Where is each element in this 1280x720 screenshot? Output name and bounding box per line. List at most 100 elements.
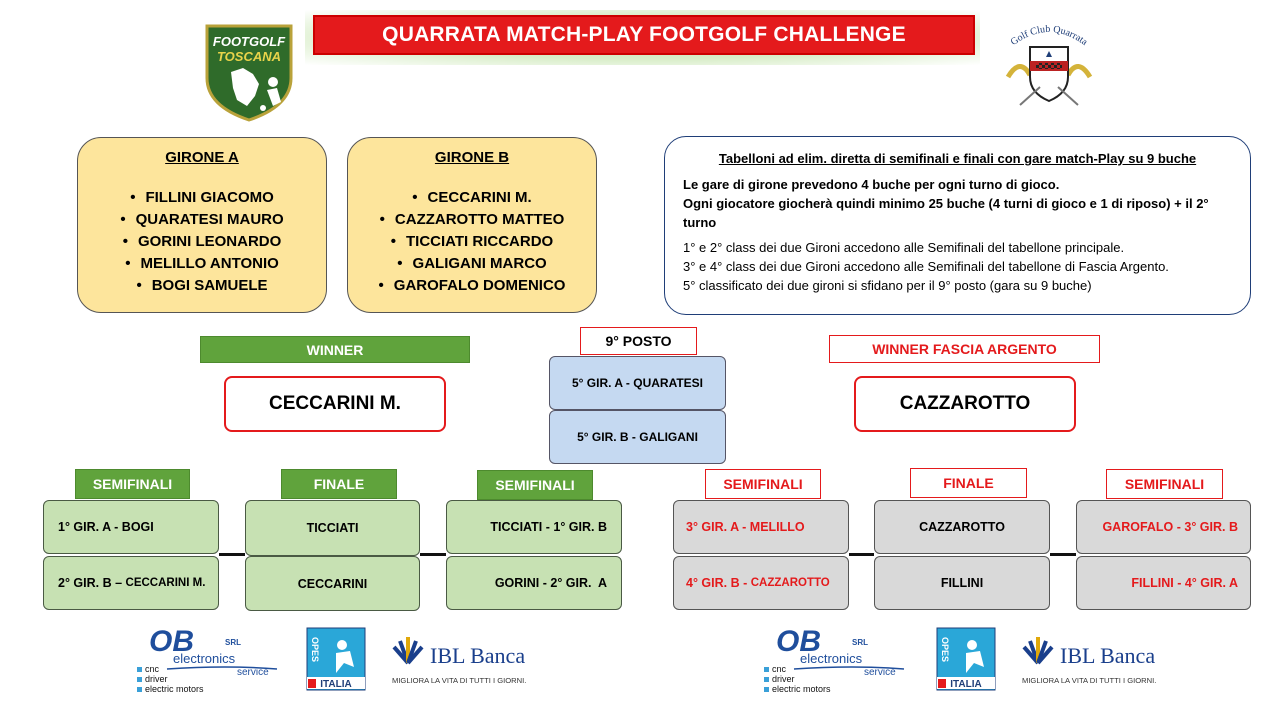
argento-semi-left-2: 4° GIR. B - CAZZAROTTO — [673, 556, 849, 610]
page-title: QUARRATA MATCH-PLAY FOOTGOLF CHALLENGE — [313, 15, 975, 55]
main-semi-right-2: GORINI - 2° GIR. A — [446, 556, 622, 610]
ob-service-text: service — [864, 667, 896, 678]
list-item: CAZZAROTTO MATTEO — [348, 209, 596, 231]
winner-label: WINNER — [200, 336, 470, 363]
main-semi-left-2-text: 2° GIR. B – — [58, 576, 126, 590]
footgolf-text: FOOTGOLF — [213, 34, 286, 49]
footgolf-toscana-logo: FOOTGOLF TOSCANA — [205, 24, 293, 122]
golf-club-right-icon — [1057, 86, 1079, 106]
main-final-2: CECCARINI — [245, 556, 420, 611]
ob-electronics-logo: OB SRL electronics service cnc driver el… — [764, 625, 905, 694]
ibl-slogan-text: MIGLIORA LA VITA DI TUTTI I GIORNI. — [392, 676, 526, 685]
opes-italia-logo: OPES ITALIA — [936, 627, 996, 691]
crest-crown-icon — [1046, 51, 1052, 57]
ob-electronics-text: electronics — [173, 651, 236, 666]
rule-line: 5° classificato dei due gironi si sfidan… — [683, 278, 1092, 293]
opes-text: OPES — [310, 637, 320, 662]
ball-icon — [260, 105, 266, 111]
rule-line: Le gare di girone prevedono 4 buche per … — [683, 177, 1060, 192]
golf-club-left-icon — [1019, 86, 1041, 106]
argento-final-1: CAZZAROTTO — [874, 500, 1050, 554]
ob-line-text: driver — [772, 674, 795, 684]
ibl-slogan-text: MIGLIORA LA VITA DI TUTTI I GIORNI. — [1022, 676, 1156, 685]
ob-logo-text: OB — [776, 625, 821, 658]
girone-b-title: GIRONE B — [434, 149, 510, 166]
bracket-connector — [420, 553, 446, 556]
ob-electronics-text: electronics — [800, 651, 863, 666]
ob-service-text: service — [237, 667, 269, 678]
argento-semi-left-1: 3° GIR. A - MELILLO — [673, 500, 849, 554]
ninth-place-label: 9° POSTO — [580, 327, 697, 355]
ob-line-text: electric motors — [772, 684, 831, 694]
ob-srl-text: SRL — [225, 638, 241, 647]
main-final-1: TICCIATI — [245, 500, 420, 556]
argento-winner-label: WINNER FASCIA ARGENTO — [829, 335, 1100, 363]
rule-line: 1° e 2° class dei due Gironi accedono al… — [683, 240, 1125, 255]
main-semifinal-left-label: SEMIFINALI — [75, 469, 190, 499]
argento-semi-right-1: GAROFALO - 3° GIR. B — [1076, 500, 1251, 554]
list-item: BOGI SAMUELE — [78, 275, 326, 297]
main-semi-right-1: TICCIATI - 1° GIR. B — [446, 500, 622, 554]
argento-semifinal-left-label: SEMIFINALI — [705, 469, 821, 499]
rule-line: 3° e 4° class dei due Gironi accedono al… — [683, 259, 1169, 274]
tuscany-map-icon — [231, 68, 259, 106]
athlete-icon — [337, 640, 347, 650]
argento-semifinal-right-label: SEMIFINALI — [1106, 469, 1223, 499]
list-item: QUARATESI MAURO — [78, 209, 326, 231]
laurel-left-icon — [1005, 64, 1033, 79]
argento-semi-right-2: FILLINI - 4° GIR. A — [1076, 556, 1251, 610]
athlete-icon — [967, 640, 977, 650]
golf-club-quarrata-logo: Golf Club Quarrata — [1005, 24, 1093, 106]
list-item: GORINI LEONARDO — [78, 231, 326, 253]
main-semifinal-right-label: SEMIFINALI — [477, 470, 593, 500]
rule-line: Ogni giocatore giocherà quindi minimo 25… — [683, 196, 1209, 230]
list-item: TICCIATI RICCARDO — [348, 231, 596, 253]
toscana-text: TOSCANA — [217, 49, 281, 64]
list-item: GALIGANI MARCO — [348, 253, 596, 275]
argento-semi-left-2-player: CAZZAROTTO — [750, 577, 830, 589]
girone-a-box: GIRONE A FILLINI GIACOMO QUARATESI MAURO… — [77, 137, 327, 313]
list-item: MELILLO ANTONIO — [78, 253, 326, 275]
ob-line-text: cnc — [772, 664, 787, 674]
list-item: FILLINI GIACOMO — [78, 187, 326, 209]
ibl-name-text: IBL Banca — [1060, 643, 1155, 668]
laurel-right-icon — [1065, 64, 1093, 79]
ob-electronics-logo: OB SRL electronics service cnc driver el… — [137, 625, 278, 694]
main-final-label: FINALE — [281, 469, 397, 499]
bracket-connector — [849, 553, 874, 556]
girone-a-title: GIRONE A — [165, 149, 239, 166]
ibl-fan-icon — [392, 637, 424, 665]
ibl-banca-logo: IBL Banca MIGLIORA LA VITA DI TUTTI I GI… — [392, 637, 526, 685]
girone-a-list: FILLINI GIACOMO QUARATESI MAURO GORINI L… — [78, 187, 326, 297]
main-semi-left-1: 1° GIR. A - BOGI — [43, 500, 219, 554]
rules-box: Tabelloni ad elim. diretta di semifinali… — [664, 136, 1251, 315]
girone-b-box: GIRONE B CECCARINI M. CAZZAROTTO MATTEO … — [347, 137, 597, 313]
ob-line-text: driver — [145, 674, 168, 684]
argento-semi-left-2-text: 4° GIR. B - — [686, 576, 751, 590]
bracket-connector — [1050, 553, 1076, 556]
ob-logo-text: OB — [149, 625, 194, 658]
ninth-place-b: 5° GIR. B - GALIGANI — [549, 410, 726, 464]
main-semi-left-2-player: CECCARINI M. — [125, 577, 206, 589]
rules-title: Tabelloni ad elim. diretta di semifinali… — [718, 151, 1197, 166]
svg-text:Golf Club Quarrata: Golf Club Quarrata — [1009, 24, 1090, 48]
ibl-name-text: IBL Banca — [430, 643, 525, 668]
winner-name: CECCARINI M. — [224, 376, 446, 432]
ibl-banca-logo: IBL Banca MIGLIORA LA VITA DI TUTTI I GI… — [1022, 637, 1156, 685]
ob-srl-text: SRL — [852, 638, 868, 647]
opes-text: OPES — [940, 637, 950, 662]
list-item: GAROFALO DOMENICO — [348, 275, 596, 297]
girone-b-list: CECCARINI M. CAZZAROTTO MATTEO TICCIATI … — [348, 187, 596, 297]
ob-line-text: cnc — [145, 664, 160, 674]
opes-italia-text: ITALIA — [950, 679, 981, 690]
argento-winner-name: CAZZAROTTO — [854, 376, 1076, 432]
main-semi-left-2: 2° GIR. B – CECCARINI M. — [43, 556, 219, 610]
ob-line-text: electric motors — [145, 684, 204, 694]
opes-italia-text: ITALIA — [320, 679, 351, 690]
bracket-connector — [219, 553, 245, 556]
golf-club-text: Golf Club Quarrata — [1009, 24, 1090, 48]
argento-final-label: FINALE — [910, 468, 1027, 498]
player-icon — [267, 88, 281, 106]
player-head-icon — [268, 77, 278, 87]
argento-final-2: FILLINI — [874, 556, 1050, 610]
